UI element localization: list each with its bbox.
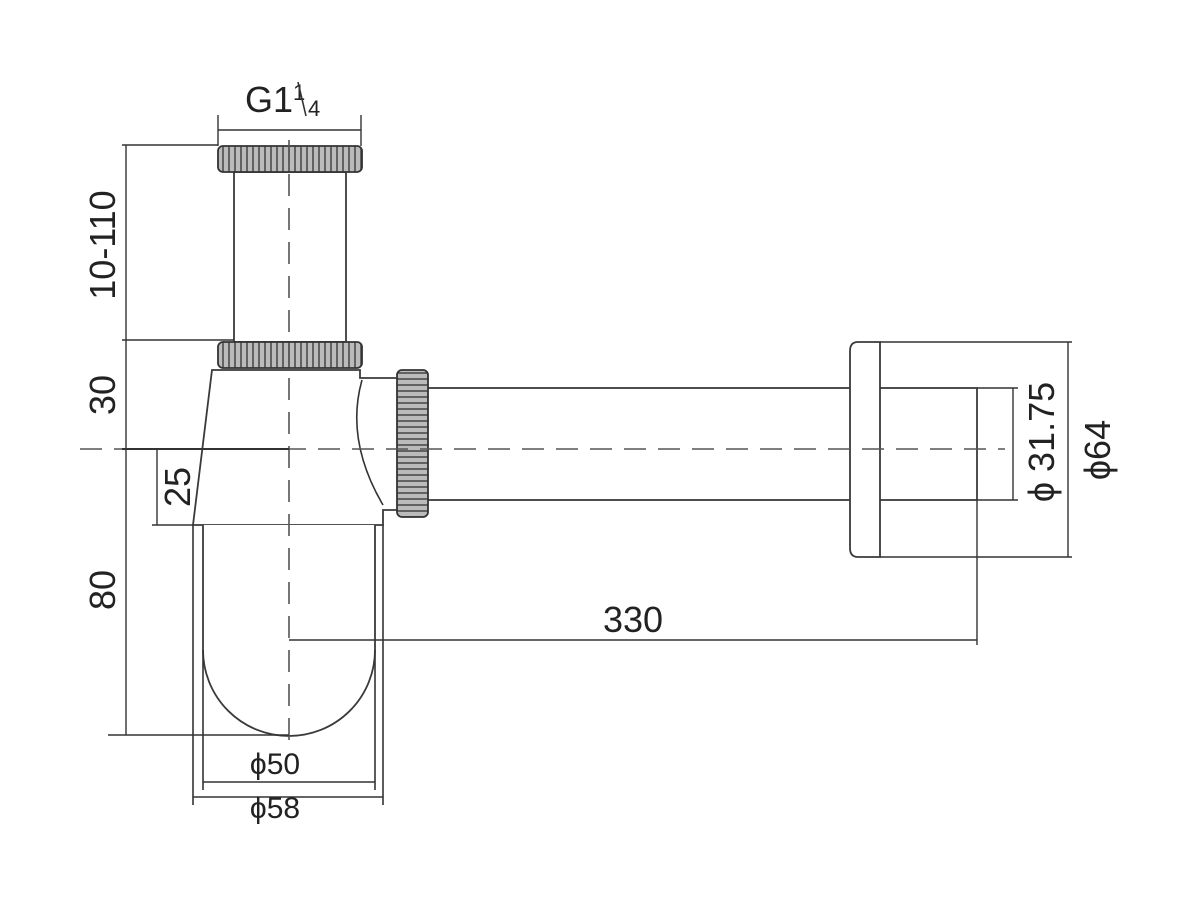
dia-31-75-label: ϕ 31.75 <box>1021 382 1062 502</box>
outlet-pipe <box>424 387 856 501</box>
trap-body <box>191 369 399 526</box>
fraction-slash <box>297 81 307 117</box>
dia-58-label: ϕ58 <box>250 792 300 825</box>
height-range-label: 10-110 <box>82 190 123 299</box>
outlet-offset-label: 25 <box>157 467 198 507</box>
cup-diameter-dimensions: ϕ50 ϕ58 <box>193 748 383 825</box>
left-dimensions: 10-110 30 80 <box>82 144 289 736</box>
side-outlet-curve <box>355 379 384 506</box>
pipe-end <box>877 387 978 501</box>
extension-tube <box>233 171 347 343</box>
top-knurled-nut <box>217 145 363 173</box>
outlet-offset-dimension: 25 <box>152 449 198 526</box>
upper-offset-label: 30 <box>82 375 123 415</box>
outlet-length-label: 330 <box>603 599 663 640</box>
middle-knurled-nut <box>217 341 363 369</box>
lower-height-label: 80 <box>82 570 123 610</box>
thread-label: G1 <box>245 79 293 120</box>
outlet-knurled-nut <box>396 369 429 518</box>
thread-dimension: G1 1 4 <box>217 79 362 146</box>
flange-diameter-dimension: ϕ64 <box>880 341 1118 558</box>
thread-fraction-denominator: 4 <box>308 96 320 121</box>
dia-50-label: ϕ50 <box>250 748 300 781</box>
outlet-length-dimension: 330 <box>289 500 978 645</box>
dia-64-label: ϕ64 <box>1077 420 1118 480</box>
pipe-diameter-dimension: ϕ 31.75 <box>977 382 1062 502</box>
